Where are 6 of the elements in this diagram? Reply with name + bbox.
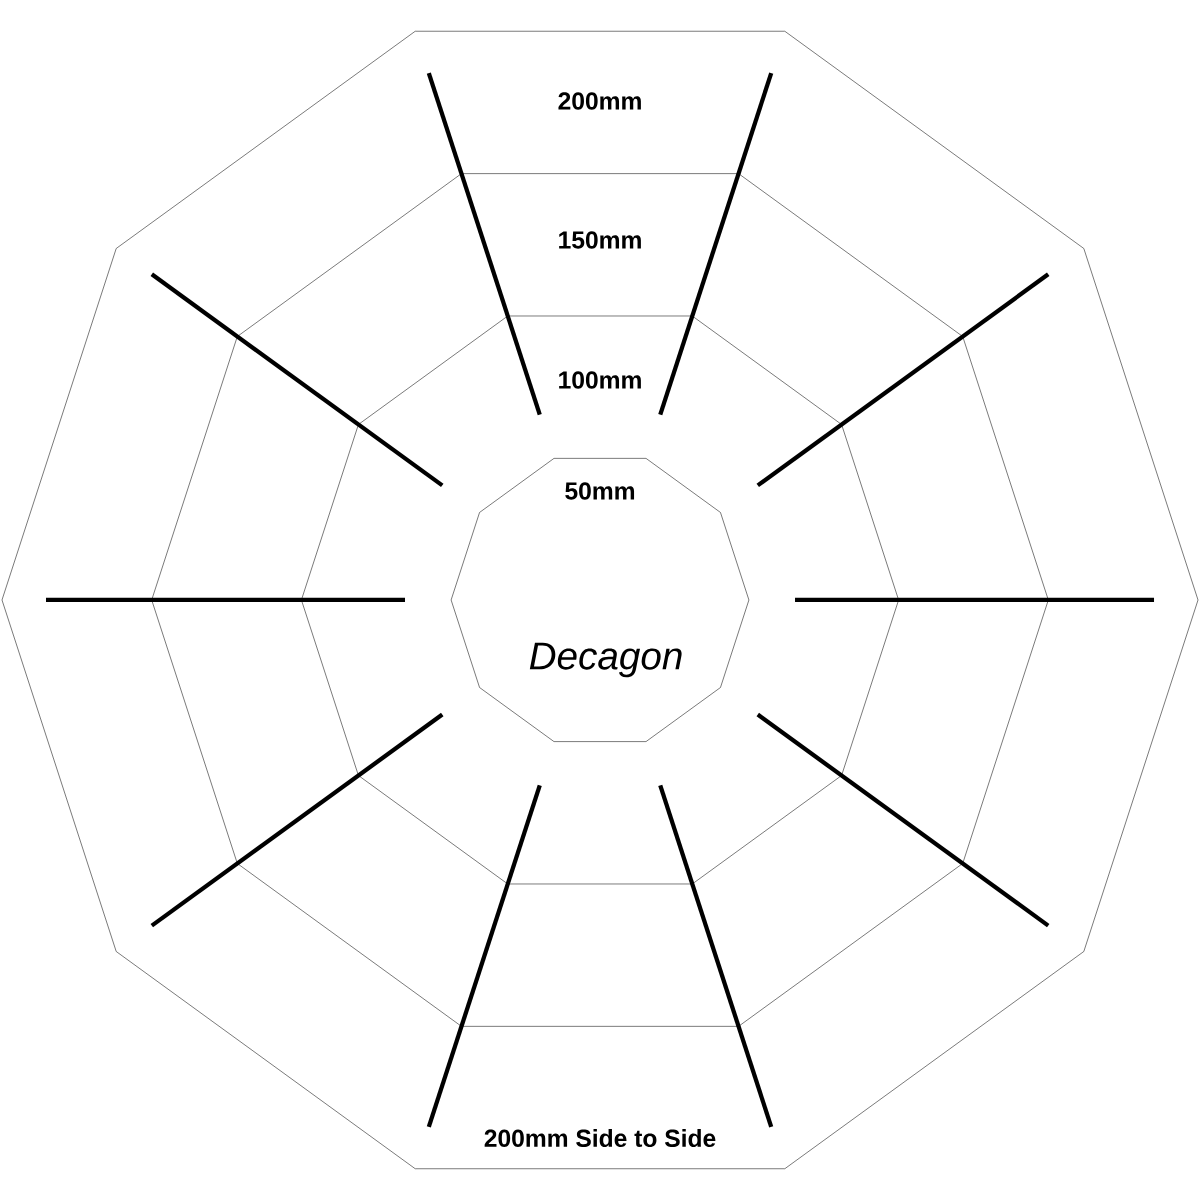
size-label: Decagon (529, 642, 682, 678)
size-label: 50mm (565, 482, 635, 500)
size-label: 100mm (559, 371, 641, 389)
size-label: 200mm Side to Side (484, 1128, 716, 1148)
size-label: 150mm (559, 231, 641, 249)
size-label: 200mm (558, 92, 641, 110)
